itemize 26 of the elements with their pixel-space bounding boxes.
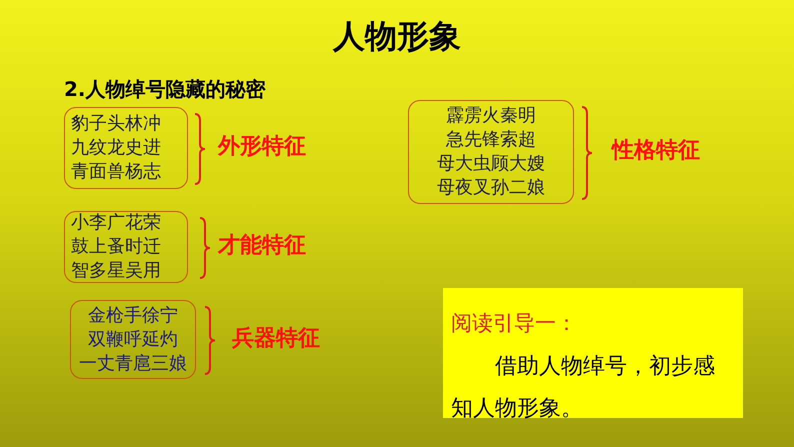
guide-text: 借助人物绰号，初步感知人物形象。 [451, 353, 716, 424]
nickname-text: 鼓上蚤时迁 [71, 235, 161, 259]
nickname-text: 金枪手徐宁 [88, 304, 178, 328]
nickname-box [64, 211, 188, 283]
nickname-text: 小李广花荣 [71, 211, 161, 235]
subtitle: 2.人物绰号隐藏的秘密 [64, 76, 266, 103]
nickname-box [70, 300, 196, 379]
nickname-text: 一丈青扈三娘 [79, 352, 187, 376]
nickname-text: 九纹龙史进 [71, 136, 161, 160]
nickname-text: 智多星吴用 [71, 259, 161, 283]
nickname-box [408, 100, 574, 204]
nickname-text: 霹雳火秦明 [446, 104, 536, 128]
nickname-text: 豹子头林冲 [71, 112, 161, 136]
nickname-text: 急先锋索超 [446, 128, 536, 152]
nickname-text: 双鞭呼延灼 [88, 328, 178, 352]
nickname-text: 青面兽杨志 [71, 160, 161, 184]
nickname-text: 母大虫顾大嫂 [437, 152, 545, 176]
category-label: 性格特征 [612, 140, 700, 162]
guide-heading: 阅读引导一： [451, 310, 578, 336]
category-label: 外形特征 [218, 136, 306, 158]
category-label: 才能特征 [218, 235, 306, 257]
title: 人物形象 [332, 16, 462, 56]
nickname-text: 母夜叉孙二娘 [437, 176, 545, 200]
reading-guide-card [443, 288, 743, 418]
nickname-box [64, 107, 188, 189]
category-label: 兵器特征 [232, 328, 320, 350]
